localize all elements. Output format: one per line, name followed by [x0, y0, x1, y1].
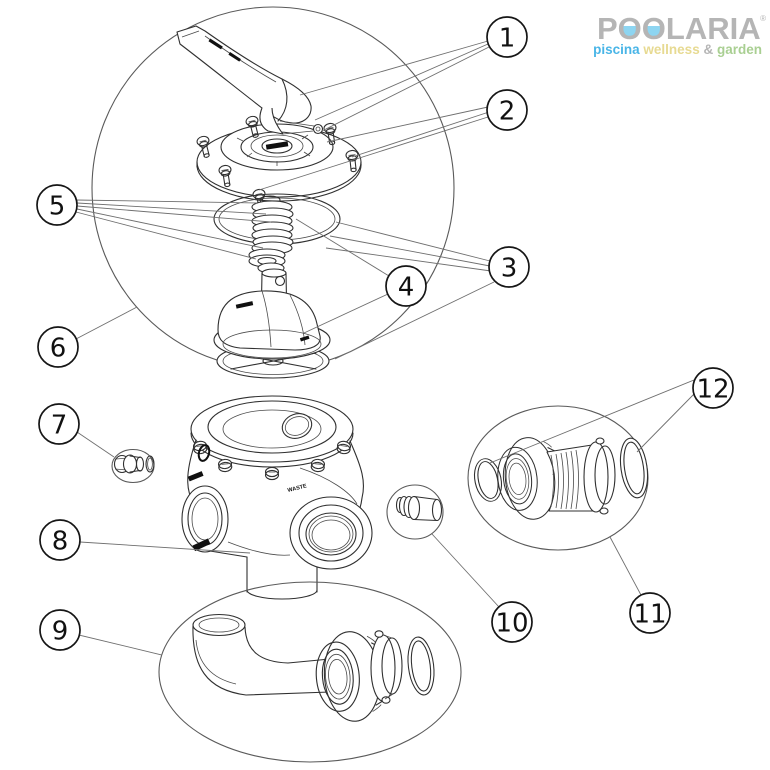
svg-text:11: 11: [633, 600, 666, 630]
svg-text:4: 4: [398, 273, 415, 303]
svg-text:1: 1: [499, 24, 516, 54]
callouts: 1 2 3 4 5 6 7 8: [36, 16, 734, 651]
flange-bolt: [264, 466, 280, 481]
adapter-group: [386, 484, 444, 540]
port-label-mark: [187, 471, 204, 482]
elbow-group: [158, 581, 462, 763]
valve-body: WASTE: [181, 395, 373, 600]
callout-10: 10: [491, 601, 533, 643]
left-port: [181, 485, 229, 553]
flange-bolt: [310, 458, 326, 473]
svg-text:10: 10: [495, 609, 528, 639]
elbow-oring: [404, 635, 438, 697]
union-small-oring: [470, 455, 506, 505]
callout-4: 4: [385, 265, 427, 307]
handle-pivot-pin: [312, 123, 324, 135]
flange-bolt: [335, 439, 352, 455]
diverter-rotor: [213, 290, 331, 360]
hub-key-slot: [265, 141, 289, 150]
cover-lid: [196, 123, 362, 202]
callout-11: 11: [629, 592, 671, 634]
svg-text:5: 5: [49, 192, 66, 222]
port-label-mark: [192, 538, 211, 552]
logo-registered-mark: ®: [760, 14, 766, 23]
logo-tagline: piscina wellness & garden: [593, 42, 762, 57]
callout-2: 2: [486, 89, 528, 131]
svg-text:2: 2: [499, 97, 516, 127]
svg-text:6: 6: [50, 334, 67, 364]
washer-stack: [248, 248, 286, 274]
callout-8: 8: [39, 519, 81, 561]
svg-text:12: 12: [696, 375, 729, 405]
callout-12: 12: [692, 367, 734, 409]
leader-lines: [75, 40, 697, 656]
elbow-pipe: [192, 613, 331, 696]
valve-handle: [176, 25, 324, 135]
brand-logo: POOLARIA ® piscina wellness & garden: [593, 11, 766, 57]
callout-3: 3: [488, 246, 530, 288]
svg-text:7: 7: [51, 411, 68, 441]
drain-plug-group: [111, 448, 155, 484]
spring: [251, 195, 294, 255]
callout-5: 5: [36, 184, 78, 226]
callout-9: 9: [39, 609, 81, 651]
elbow-boundary-ellipse: [158, 581, 462, 763]
callout-1: 1: [486, 16, 528, 58]
flange-bolt: [217, 458, 233, 473]
callout-6: 6: [37, 326, 79, 368]
union-threaded-adapter: [546, 437, 616, 515]
drain-boss-hole: [197, 444, 211, 462]
right-port: [289, 496, 373, 570]
callout-7: 7: [38, 403, 80, 445]
svg-text:8: 8: [52, 527, 69, 557]
svg-text:9: 9: [52, 617, 69, 647]
union-fitting-group: [467, 405, 652, 551]
elbow-flange: [370, 630, 403, 704]
logo-wordmark: POOLARIA: [597, 11, 761, 46]
waste-port-label: WASTE: [287, 483, 308, 494]
svg-text:3: 3: [501, 254, 518, 284]
drain-plug-oring: [145, 455, 155, 473]
union-large-oring: [616, 435, 652, 501]
logo-water-fill: [618, 17, 665, 38]
